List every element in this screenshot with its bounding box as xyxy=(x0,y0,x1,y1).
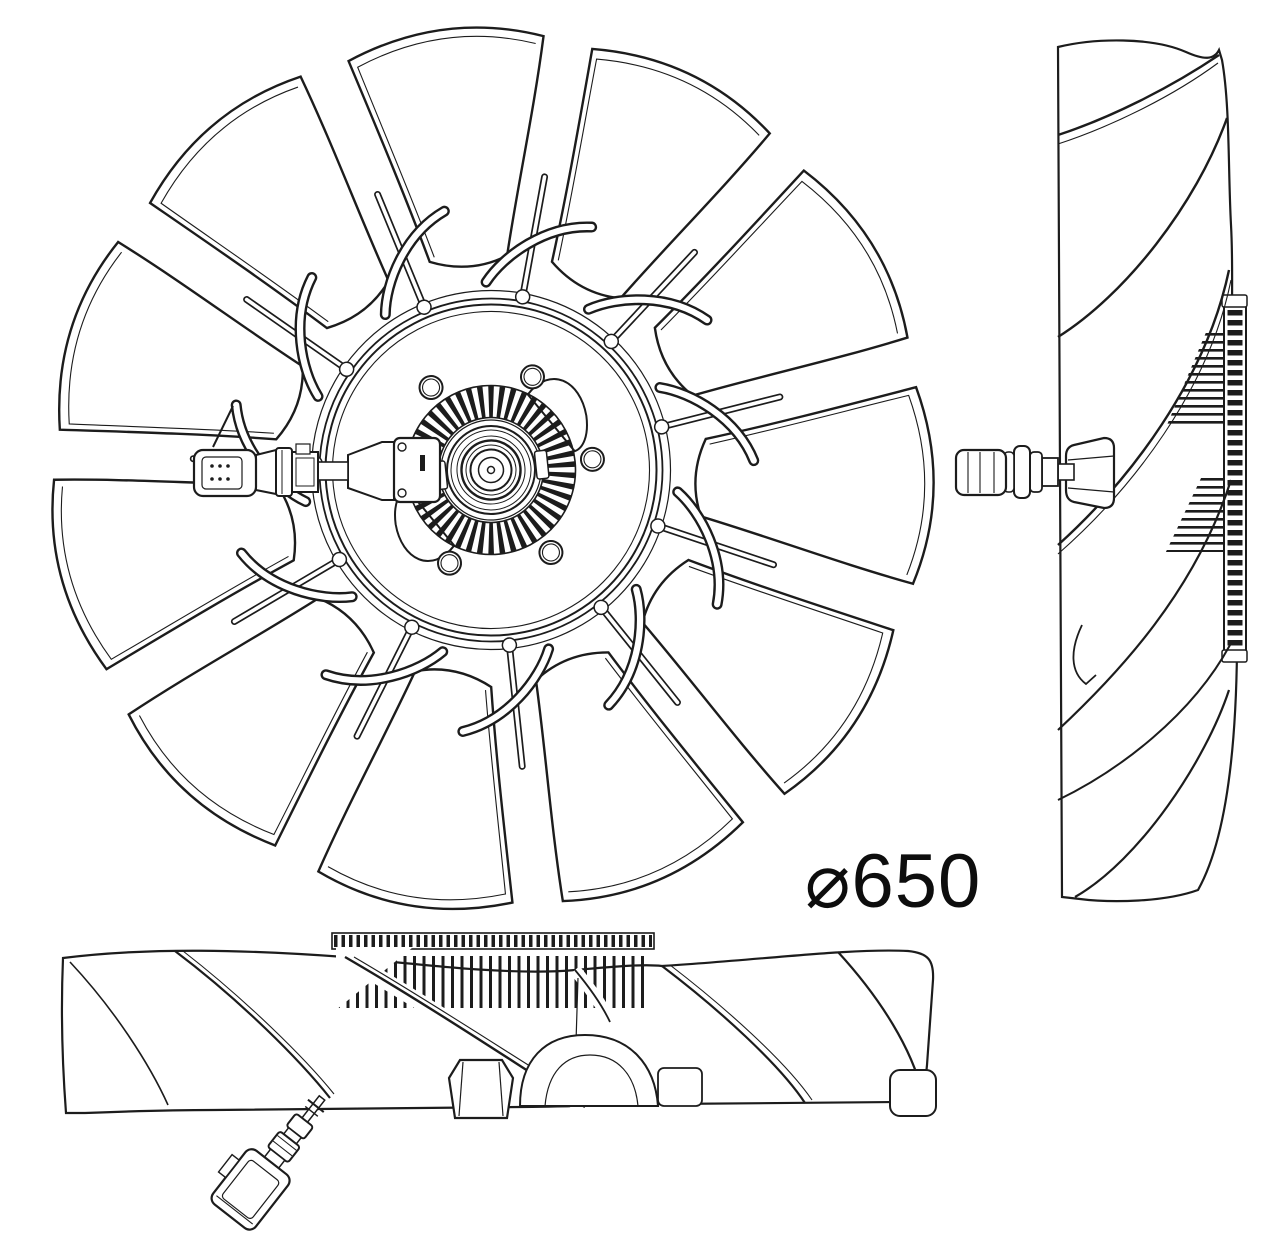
strut-foot xyxy=(653,419,670,435)
strut-foot xyxy=(338,361,355,378)
bolt-hole xyxy=(541,543,561,562)
blade-hook-detail xyxy=(1072,624,1097,686)
blade-trim xyxy=(480,173,598,305)
clutch-plate-cap xyxy=(1221,649,1248,663)
hub-disc-inner-edge xyxy=(331,310,651,630)
side-actuator xyxy=(954,436,1116,510)
clutch-lobes xyxy=(394,377,588,563)
rod-end xyxy=(1057,463,1075,481)
clutch-tab xyxy=(533,449,550,480)
foot-block xyxy=(889,1069,937,1117)
fan-blade xyxy=(58,240,304,441)
strut-foot xyxy=(603,333,620,350)
actuator-rod xyxy=(317,461,349,481)
center-hole xyxy=(486,465,496,475)
bolt-hole xyxy=(421,378,441,397)
front-view xyxy=(51,26,935,911)
clutch-lobe xyxy=(526,377,588,453)
blade-trim xyxy=(320,619,449,740)
blade-trim xyxy=(583,248,713,350)
harness-plug-face xyxy=(221,1159,280,1220)
blade-trim xyxy=(457,637,555,770)
connector-plug-side xyxy=(954,448,1008,497)
connector-face xyxy=(201,456,243,490)
collar xyxy=(1013,445,1031,499)
connector-wire-stub xyxy=(212,405,234,448)
harness-connector xyxy=(210,1094,326,1231)
strut-foot xyxy=(331,551,348,568)
center-bearing-rings xyxy=(432,419,550,521)
solenoid-slot xyxy=(420,455,425,471)
dimension-label: ⌀650 xyxy=(805,839,982,924)
linkage-clamp-inner xyxy=(295,457,315,487)
strut-foot xyxy=(501,637,518,653)
side-view xyxy=(954,39,1248,903)
bolt-hole xyxy=(523,367,542,386)
bottom-view xyxy=(60,932,937,1231)
screw xyxy=(397,442,407,452)
strut-foot xyxy=(650,518,666,534)
strut-foot xyxy=(593,599,609,616)
clamp-tab xyxy=(295,443,311,455)
actuator-assembly-front xyxy=(192,405,442,504)
collar xyxy=(1029,451,1043,493)
plug-collar xyxy=(275,447,293,497)
strut-foot xyxy=(514,289,531,305)
screw xyxy=(397,488,407,498)
joint-block xyxy=(1041,457,1059,487)
plug-neck xyxy=(255,448,277,496)
hub-dome xyxy=(518,1033,703,1107)
visco-clutch-fins xyxy=(407,386,575,554)
blade-trim xyxy=(230,547,358,625)
solenoid-block xyxy=(392,436,442,504)
actuator-clevis xyxy=(347,441,395,501)
connector-pins xyxy=(210,464,230,481)
blade-sweep-edges xyxy=(1057,54,1233,898)
strut-foot xyxy=(404,619,420,635)
blade-trim xyxy=(593,583,681,711)
hub-step-block xyxy=(657,1067,703,1107)
fan-blade-ring xyxy=(51,26,935,911)
shaft-nut xyxy=(447,1058,515,1120)
harness-tab xyxy=(217,1153,241,1179)
blade-trim xyxy=(653,382,784,467)
blade-trim xyxy=(374,190,450,321)
blade-trim xyxy=(243,272,355,402)
strut-foot xyxy=(416,299,432,315)
blade-trim xyxy=(650,486,777,610)
bolt-hole xyxy=(440,554,459,573)
bolt-hole xyxy=(583,450,602,469)
